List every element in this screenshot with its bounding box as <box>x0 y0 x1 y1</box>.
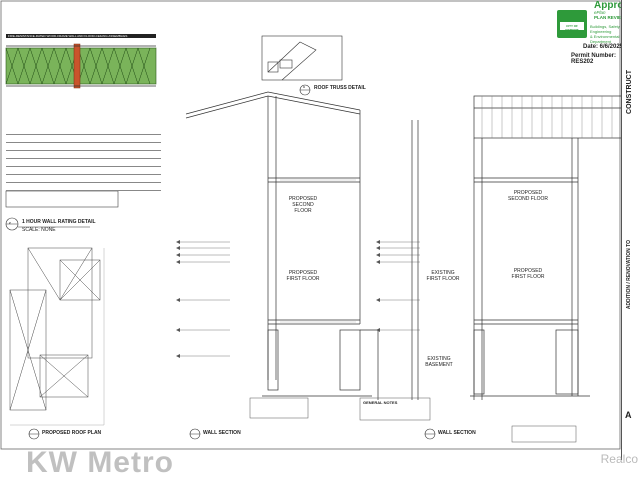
eplan-label: ePlan <box>594 10 606 15</box>
detail-number: 2 <box>9 221 11 225</box>
section2-markers <box>376 240 380 332</box>
stamp-date: Date: 6/6/2025 <box>583 44 624 50</box>
roof-dims <box>10 248 105 426</box>
wall-section-2-left <box>411 120 419 400</box>
title-block-sheet: A <box>625 410 632 420</box>
wall-section-2 <box>470 95 623 400</box>
general-notes-title: GENERAL NOTES <box>363 400 398 405</box>
label-first-floor-1: PROPOSED FIRST FLOOR <box>286 270 320 282</box>
dept-line-1: Buildings, Safety Engineering <box>590 24 620 34</box>
section1-leaders <box>180 241 230 357</box>
dept-line-2: & Environmental Department <box>590 34 620 44</box>
label-existing-first: EXISTING FIRST FLOOR <box>426 270 460 282</box>
stamp-city: CITY OF DETROIT <box>565 24 579 32</box>
roof-truss-number: 3 <box>303 85 305 89</box>
roof-plan <box>9 247 101 411</box>
plan-review-text: PLAN REVIEW <box>594 15 626 20</box>
section1-markers <box>176 240 180 358</box>
label-first-floor-2: PROPOSED FIRST FLOOR <box>511 268 545 280</box>
roof-truss-detail <box>261 35 343 81</box>
title-block: CONSTRUCT ADDITION / RENOVATION TO A <box>621 0 640 460</box>
approved-stamp: Approved <box>594 0 640 11</box>
assembly-notes <box>6 130 161 194</box>
assembly-title: FIRE-RESISTANCE-RATED WOOD-FRAME WALL AN… <box>8 33 128 38</box>
roof-plan-title: PROPOSED ROOF PLAN <box>42 430 102 436</box>
section1-joists <box>280 179 356 323</box>
note-box <box>5 190 119 208</box>
wall-insulation <box>5 47 157 85</box>
hour-wall-title: 1 HOUR WALL RATING DETAIL <box>22 219 96 225</box>
roof-truss-title: ROOF TRUSS DETAIL <box>314 85 366 91</box>
watermark-brand: KW Metro <box>26 446 174 479</box>
stamp-department: Buildings, Safety Engineering & Environm… <box>590 24 630 44</box>
plan-review-label: ePlan PLAN REVIEW <box>594 10 625 20</box>
general-notes-box <box>359 397 431 421</box>
label-second-floor-2: PROPOSED SECOND FLOOR <box>508 190 549 202</box>
label-basement: EXISTING BASEMENT <box>425 356 453 368</box>
permit-number: Permit Number: RES202 <box>571 53 617 65</box>
section2-rafters <box>481 96 613 138</box>
title-block-construct: CONSTRUCT <box>626 70 633 114</box>
drawing-linework <box>0 0 623 450</box>
insulation-hatch <box>5 47 151 85</box>
wall-section-2-title: WALL SECTION <box>438 430 476 436</box>
assembly-header-bar <box>6 34 156 38</box>
wall-section-1 <box>185 91 379 400</box>
wall-section-1-title: WALL SECTION <box>203 430 241 436</box>
section2-leaders <box>380 241 420 331</box>
label-second-floor-1: PROPOSED SECOND FLOOR <box>288 196 318 214</box>
stamp-city-bar <box>560 22 584 30</box>
title-block-project: ADDITION / RENOVATION TO <box>626 240 632 310</box>
wall-stud <box>73 43 81 89</box>
hour-wall-scale: SCALE: NONE <box>22 227 56 233</box>
sheet-border <box>0 0 621 450</box>
watermark-right: Realco <box>600 452 638 466</box>
